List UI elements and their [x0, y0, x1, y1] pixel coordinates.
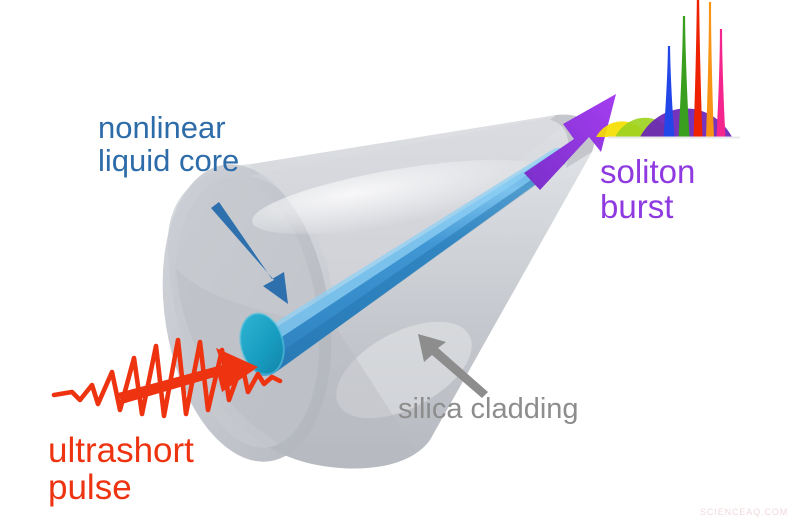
- label-soliton-burst: soliton burst: [600, 153, 696, 225]
- core-shadow: [258, 160, 566, 376]
- output-soliton-arrow-shape: [524, 94, 616, 190]
- core-body: [247, 148, 569, 376]
- core-front-face: [240, 313, 284, 375]
- core-pointer-arrow-shape: [211, 202, 288, 304]
- ultrashort-pulse-waveform: [51, 337, 283, 419]
- input-pulse-arrow-shape: [118, 348, 258, 404]
- watermark: SCIENCEAQ.COM: [700, 507, 789, 517]
- label-nonlinear-liquid-core: nonlinear liquid core: [98, 110, 240, 178]
- cladding-pointer-arrow: [418, 334, 488, 398]
- spectrum-peak-magenta-sharp: [716, 29, 726, 137]
- cladding-shadow-lobe: [176, 268, 414, 466]
- cladding-highlight: [251, 159, 549, 235]
- spectrum-peak-orange-sharp: [706, 2, 714, 137]
- input-pulse-arrow: [118, 348, 258, 404]
- core-highlight: [252, 147, 562, 350]
- spectrum-peak-green-sharp: [678, 16, 690, 137]
- soliton-burst-spectrum: [596, 0, 740, 139]
- cladding-pointer-arrow-shape: [418, 334, 488, 398]
- core-front-face-rim: [239, 312, 285, 376]
- cladding-front-face-inner: [174, 178, 320, 448]
- spectrum-peak-blue-sharp: [663, 46, 675, 137]
- label-ultrashort-pulse: ultrashort pulse: [48, 431, 194, 508]
- spectrum-peak-red-sharp: [693, 0, 703, 137]
- pulse-oscillation: [51, 337, 283, 419]
- liquid-core-rod: [239, 147, 569, 376]
- output-soliton-arrow: [524, 94, 616, 190]
- label-silica-cladding: silica cladding: [398, 393, 579, 425]
- core-pointer-arrow: [211, 202, 288, 304]
